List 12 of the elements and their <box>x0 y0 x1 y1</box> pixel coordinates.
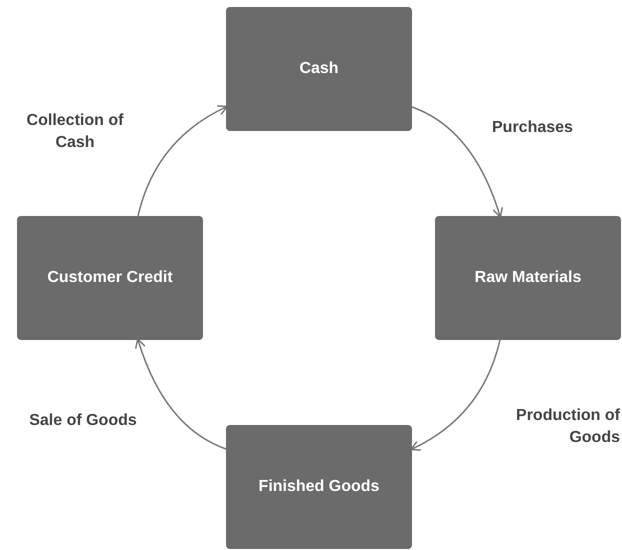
process-box: Raw Materials <box>435 216 621 340</box>
edge-label: Purchases <box>492 118 574 138</box>
edge-label: Production of Goods <box>515 406 620 448</box>
curved-arrow <box>135 338 226 450</box>
curved-arrow <box>412 106 503 218</box>
process-box: Cash <box>226 7 412 131</box>
curved-arrow <box>137 105 228 216</box>
process-box: Customer Credit <box>17 216 203 340</box>
edge-label: Collection of Cash <box>26 111 124 153</box>
process-box: Finished Goods <box>226 425 412 549</box>
curved-arrow <box>410 340 501 451</box>
edge-label: Sale of Goods <box>28 411 138 431</box>
